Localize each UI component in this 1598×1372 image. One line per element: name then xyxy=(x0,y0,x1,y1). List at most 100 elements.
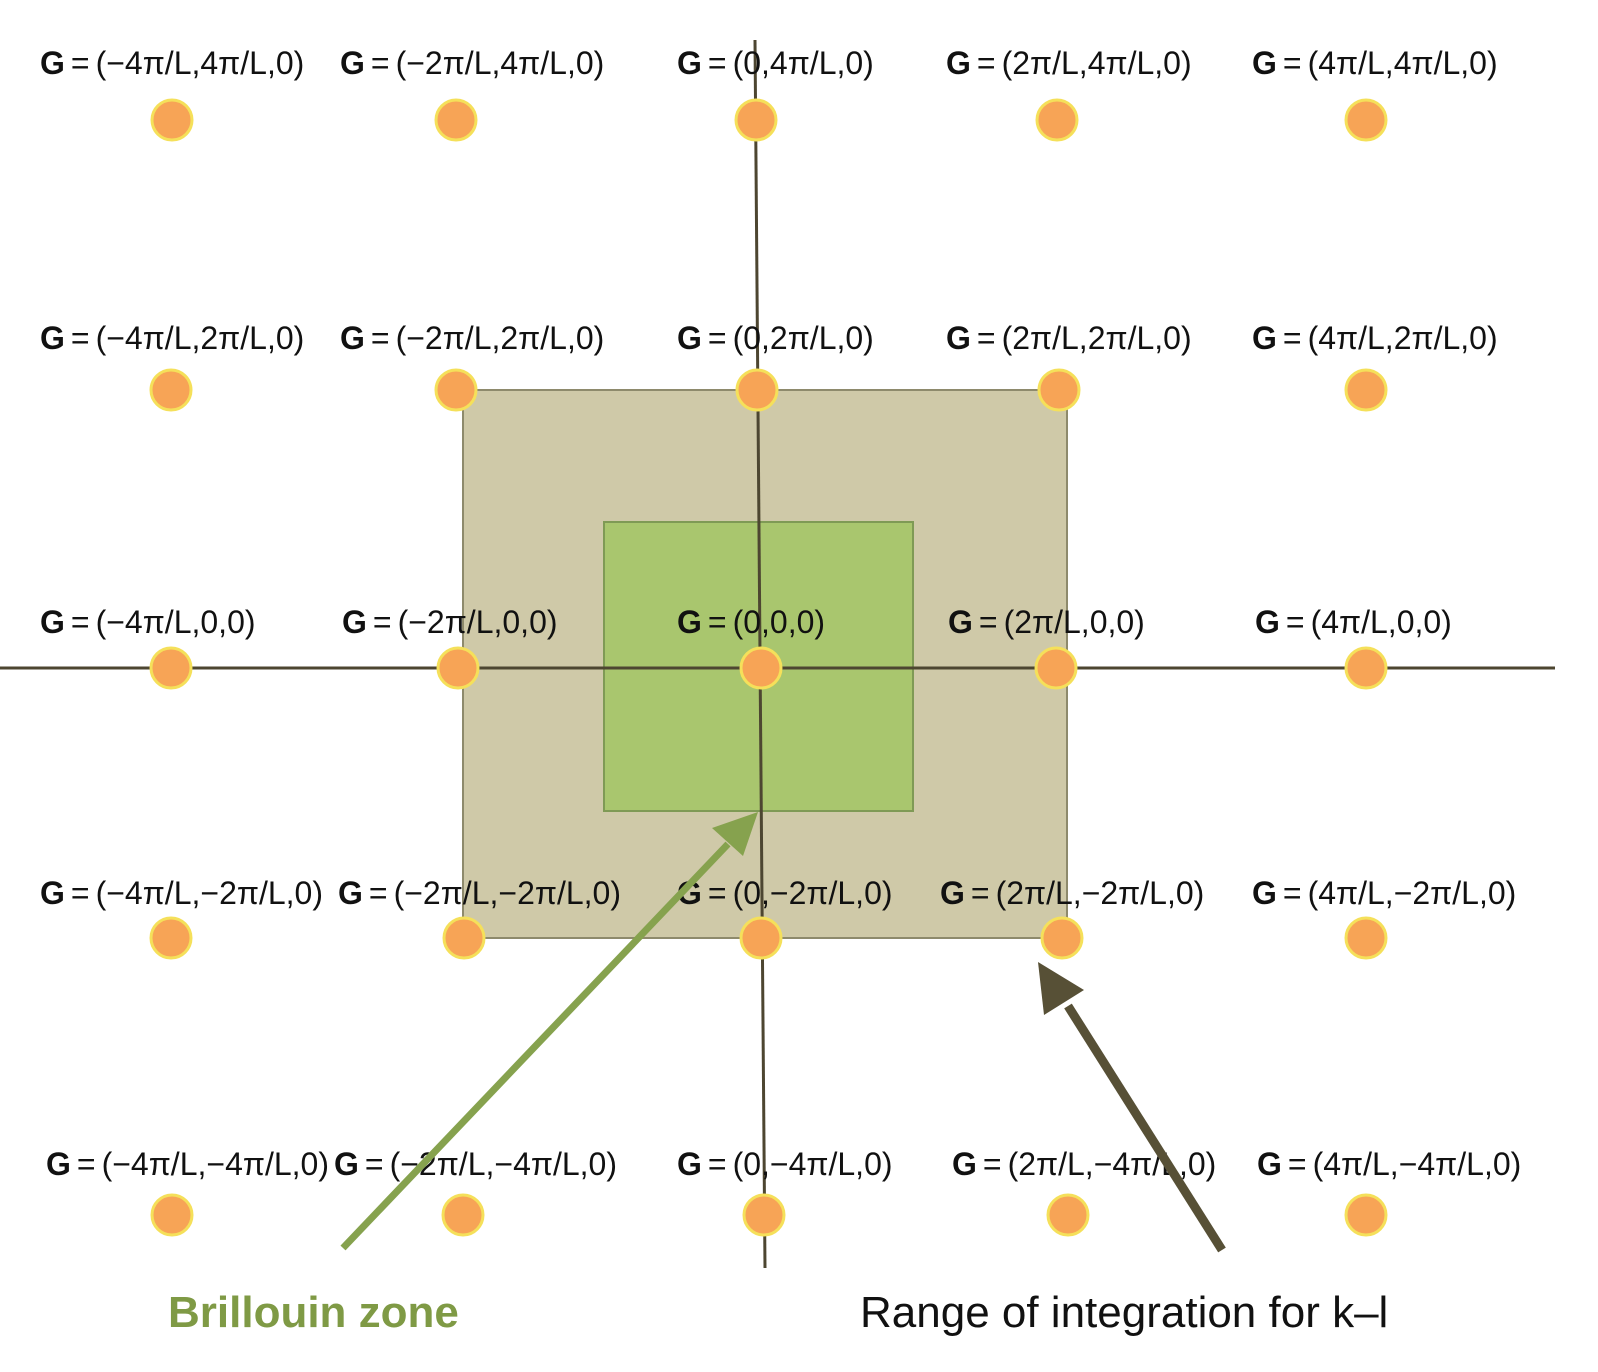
lattice-point-label: G=(2π/L,0,0) xyxy=(948,604,1145,640)
lattice-point xyxy=(1034,646,1078,690)
lattice-point-coordinates: (0,4π/L,0) xyxy=(733,45,874,81)
equals-sign: = xyxy=(977,320,996,356)
lattice-point xyxy=(734,98,778,142)
vector-symbol: G xyxy=(1255,604,1280,640)
lattice-point-label: G=(4π/L,−2π/L,0) xyxy=(1252,875,1516,911)
lattice-point xyxy=(436,646,480,690)
vector-symbol: G xyxy=(338,875,363,911)
lattice-point-label: G=(4π/L,4π/L,0) xyxy=(1252,45,1498,81)
lattice-point-label: G=(−2π/L,4π/L,0) xyxy=(340,45,604,81)
lattice-point-label: G=(0,0,0) xyxy=(677,604,825,640)
equals-sign: = xyxy=(708,320,727,356)
lattice-point xyxy=(442,916,486,960)
equals-sign: = xyxy=(983,1146,1002,1182)
vector-symbol: G xyxy=(946,320,971,356)
lattice-point-coordinates: (−4π/L,0,0) xyxy=(96,604,256,640)
lattice-point-coordinates: (−2π/L,2π/L,0) xyxy=(396,320,605,356)
lattice-point-label: G=(0,−4π/L,0) xyxy=(677,1146,893,1182)
lattice-point-label: G=(−4π/L,−2π/L,0) xyxy=(40,875,323,911)
vector-symbol: G xyxy=(677,1146,702,1182)
lattice-point xyxy=(1037,368,1081,412)
lattice-point xyxy=(1344,1193,1388,1237)
equals-sign: = xyxy=(71,320,90,356)
lattice-point-coordinates: (2π/L,−4π/L,0) xyxy=(1008,1146,1217,1182)
equals-sign: = xyxy=(365,1146,384,1182)
lattice-point xyxy=(150,1193,194,1237)
lattice-point-label: G=(−4π/L,4π/L,0) xyxy=(40,45,304,81)
brillouin-zone-caption: Brillouin zone xyxy=(168,1288,459,1337)
equals-sign: = xyxy=(979,604,998,640)
lattice-point-coordinates: (−4π/L,2π/L,0) xyxy=(96,320,305,356)
equals-sign: = xyxy=(1283,320,1302,356)
lattice-point-coordinates: (2π/L,4π/L,0) xyxy=(1002,45,1192,81)
vector-symbol: G xyxy=(677,45,702,81)
lattice-point-coordinates: (−4π/L,−4π/L,0) xyxy=(102,1146,329,1182)
equals-sign: = xyxy=(369,875,388,911)
lattice-point-label: G=(2π/L,−4π/L,0) xyxy=(952,1146,1216,1182)
lattice-point-coordinates: (0,−2π/L,0) xyxy=(733,875,893,911)
vector-symbol: G xyxy=(948,604,973,640)
equals-sign: = xyxy=(1283,875,1302,911)
equals-sign: = xyxy=(708,875,727,911)
lattice-point-coordinates: (−2π/L,0,0) xyxy=(398,604,558,640)
vector-symbol: G xyxy=(40,45,65,81)
lattice-point-coordinates: (4π/L,4π/L,0) xyxy=(1308,45,1498,81)
equals-sign: = xyxy=(71,875,90,911)
vector-symbol: G xyxy=(342,604,367,640)
equals-sign: = xyxy=(77,1146,96,1182)
lattice-point xyxy=(149,916,193,960)
vector-symbol: G xyxy=(677,320,702,356)
lattice-point-coordinates: (4π/L,0,0) xyxy=(1311,604,1452,640)
lattice-points xyxy=(149,98,1388,1237)
lattice-point-coordinates: (2π/L,−2π/L,0) xyxy=(996,875,1205,911)
lattice-point xyxy=(739,646,783,690)
lattice-point xyxy=(149,646,193,690)
lattice-point-label: G=(−4π/L,−4π/L,0) xyxy=(46,1146,329,1182)
equals-sign: = xyxy=(977,45,996,81)
lattice-point-coordinates: (2π/L,0,0) xyxy=(1004,604,1145,640)
lattice-point-label: G=(0,2π/L,0) xyxy=(677,320,874,356)
vector-symbol: G xyxy=(46,1146,71,1182)
equals-sign: = xyxy=(71,604,90,640)
equals-sign: = xyxy=(708,45,727,81)
lattice-point-coordinates: (−4π/L,−2π/L,0) xyxy=(96,875,323,911)
lattice-point-label: G=(−2π/L,0,0) xyxy=(342,604,558,640)
equals-sign: = xyxy=(708,604,727,640)
lattice-point xyxy=(434,368,478,412)
equals-sign: = xyxy=(1283,45,1302,81)
equals-sign: = xyxy=(971,875,990,911)
lattice-point-label: G=(2π/L,−2π/L,0) xyxy=(940,875,1204,911)
lattice-point-label: G=(2π/L,2π/L,0) xyxy=(946,320,1192,356)
lattice-point-coordinates: (−2π/L,4π/L,0) xyxy=(396,45,605,81)
lattice-point xyxy=(739,916,783,960)
lattice-point-coordinates: (4π/L,−2π/L,0) xyxy=(1308,875,1517,911)
lattice-point xyxy=(149,368,193,412)
vector-symbol: G xyxy=(677,604,702,640)
vector-symbol: G xyxy=(946,45,971,81)
lattice-point xyxy=(742,1193,786,1237)
lattice-point xyxy=(150,98,194,142)
lattice-point-label: G=(0,−2π/L,0) xyxy=(677,875,893,911)
lattice-point xyxy=(1344,916,1388,960)
vector-symbol: G xyxy=(952,1146,977,1182)
vector-symbol: G xyxy=(40,604,65,640)
lattice-point-label: G=(−4π/L,2π/L,0) xyxy=(40,320,304,356)
equals-sign: = xyxy=(371,320,390,356)
vector-symbol: G xyxy=(40,320,65,356)
lattice-point-coordinates: (2π/L,2π/L,0) xyxy=(1002,320,1192,356)
lattice-point-label: G=(2π/L,4π/L,0) xyxy=(946,45,1192,81)
vector-symbol: G xyxy=(1252,875,1277,911)
lattice-point-coordinates: (−2π/L,−2π/L,0) xyxy=(394,875,621,911)
lattice-point xyxy=(1344,368,1388,412)
lattice-point xyxy=(434,98,478,142)
lattice-point-label: G=(0,4π/L,0) xyxy=(677,45,874,81)
lattice-point-label: G=(−2π/L,−4π/L,0) xyxy=(334,1146,617,1182)
vector-symbol: G xyxy=(1252,45,1277,81)
lattice-point-label: G=(4π/L,−4π/L,0) xyxy=(1257,1146,1521,1182)
vector-symbol: G xyxy=(940,875,965,911)
lattice-point-label: G=(−2π/L,2π/L,0) xyxy=(340,320,604,356)
lattice-point-coordinates: (−4π/L,4π/L,0) xyxy=(96,45,305,81)
lattice-point xyxy=(1344,646,1388,690)
brillouin-zone-arrow xyxy=(340,812,758,1251)
vector-symbol: G xyxy=(40,875,65,911)
